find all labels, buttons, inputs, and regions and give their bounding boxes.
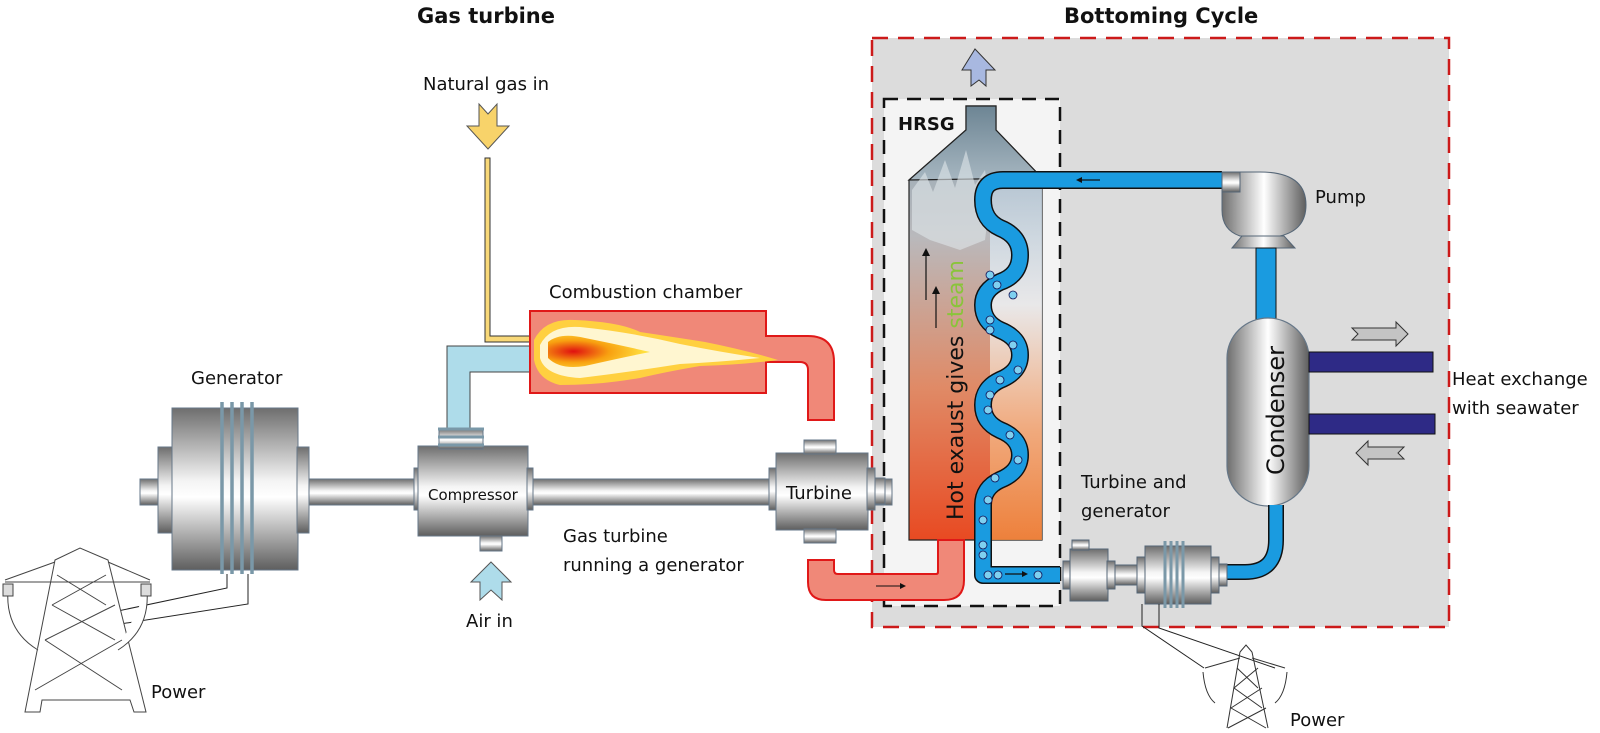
seawater-outlet-pipe bbox=[1308, 351, 1434, 373]
steam-label: steam bbox=[944, 260, 969, 329]
turbine-label: Turbine bbox=[785, 483, 852, 504]
natural-gas-label: Natural gas in bbox=[423, 74, 549, 95]
pump-label: Pump bbox=[1315, 187, 1366, 208]
power-pylon-right-icon bbox=[1202, 644, 1288, 729]
pump bbox=[1221, 171, 1307, 249]
gas-turbine bbox=[768, 439, 886, 544]
gas-turbine-caption-1: Gas turbine bbox=[563, 526, 668, 547]
gas-turbine-caption-2: running a generator bbox=[563, 555, 744, 576]
outflow-arrow-icon bbox=[1350, 320, 1409, 348]
power-pylon-left-icon bbox=[2, 547, 152, 713]
turbine-generator-label-2: generator bbox=[1081, 501, 1170, 522]
hrsg-label: HRSG bbox=[898, 114, 955, 135]
turbine-generator-label-1: Turbine and bbox=[1080, 472, 1187, 493]
steam-coil-pipe bbox=[974, 171, 1222, 584]
generator bbox=[157, 402, 310, 574]
bottoming-cycle-title: Bottoming Cycle bbox=[1064, 4, 1258, 28]
power-lines-left bbox=[112, 574, 249, 626]
fuel-pipe bbox=[484, 157, 533, 343]
inflow-arrow-icon bbox=[1355, 439, 1406, 467]
heat-exchange-label-1: Heat exchange bbox=[1452, 369, 1588, 390]
compressor-label: Compressor bbox=[428, 486, 519, 504]
condenser-return-pipe bbox=[1205, 505, 1283, 579]
hot-exhaust-label: Hot exaust gives steam bbox=[944, 260, 969, 520]
generator-label: Generator bbox=[191, 368, 283, 389]
seawater-inlet-pipe bbox=[1308, 413, 1436, 435]
combustion-chamber-label: Combustion chamber bbox=[549, 282, 743, 303]
air-in-label: Air in bbox=[466, 611, 513, 632]
heat-exchange-label-2: with seawater bbox=[1452, 398, 1579, 419]
power-left-label: Power bbox=[151, 682, 206, 703]
pump-condenser-pipe bbox=[1255, 247, 1277, 321]
exhaust-gas-pipe bbox=[807, 539, 965, 601]
compressed-air-pipe bbox=[446, 345, 533, 431]
exhaust-up-arrow-icon bbox=[961, 48, 997, 88]
compressor bbox=[413, 427, 534, 552]
natural-gas-arrow-icon bbox=[465, 102, 511, 150]
combustion-chamber bbox=[529, 310, 835, 421]
condenser-label: Condenser bbox=[1262, 346, 1290, 475]
power-lines-right bbox=[1141, 604, 1276, 669]
hrsg-unit: Hot exaust gives steam bbox=[907, 105, 1044, 541]
air-in-arrow-icon bbox=[469, 561, 513, 602]
power-right-label: Power bbox=[1290, 710, 1345, 731]
steam-turbine-generator bbox=[1062, 539, 1228, 608]
gas-turbine-title: Gas turbine bbox=[417, 4, 555, 28]
